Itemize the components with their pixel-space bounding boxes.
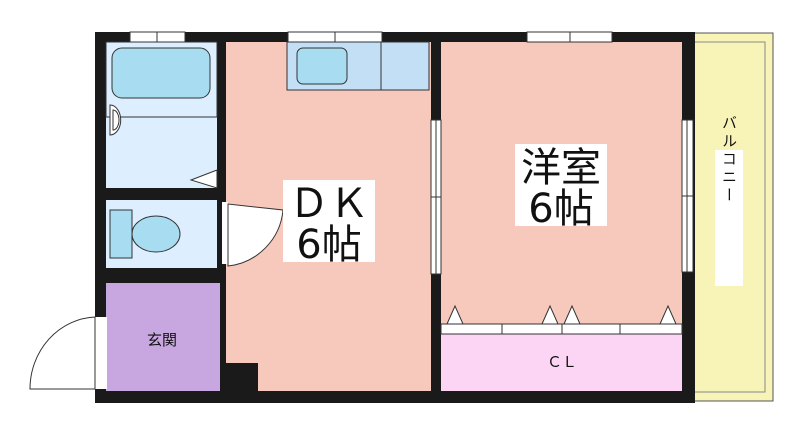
balcony-label-box: バルコニー	[715, 115, 743, 286]
western-label: 洋室	[521, 145, 601, 191]
western-label-bg	[515, 144, 607, 226]
closet-label: ＣＬ	[547, 353, 577, 371]
kitchen-sink	[286, 41, 430, 91]
window-bath	[129, 31, 186, 43]
dk-size: 6帖	[296, 222, 361, 268]
closet	[441, 334, 682, 391]
entrance-label: 玄関	[147, 331, 177, 349]
dk-label: ＤＫ	[289, 181, 369, 227]
western-size: 6帖	[528, 186, 593, 232]
dk-label-bg	[283, 180, 375, 262]
window-western	[526, 31, 613, 43]
entrance-door	[29, 316, 107, 390]
toilet-door	[222, 202, 284, 267]
balcony-label: バルコニー	[720, 115, 738, 205]
window-kitchen	[287, 31, 383, 43]
sliding-door-balcony	[681, 119, 694, 273]
toilet-room	[106, 200, 217, 268]
closet-doors	[440, 304, 683, 335]
bathroom	[105, 41, 218, 189]
entrance	[106, 283, 220, 391]
sliding-door-dk-western	[430, 119, 442, 275]
pillar	[222, 363, 258, 393]
